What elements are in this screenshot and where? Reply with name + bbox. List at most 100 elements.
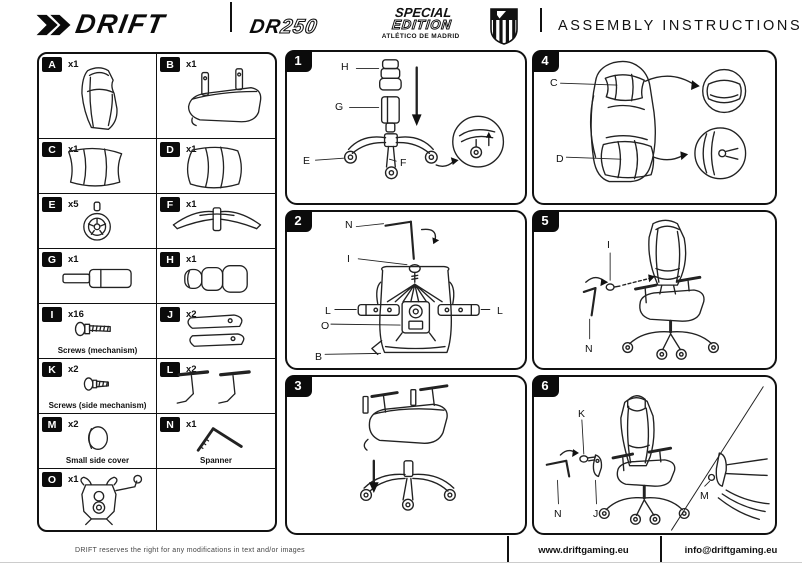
step-1-illustration [314, 59, 505, 180]
part-qty: x1 [186, 419, 197, 430]
brand-name: DRIFT [73, 9, 169, 39]
header-divider [540, 8, 542, 32]
callout-letter: K [578, 408, 586, 420]
step-3-illustration [359, 384, 456, 511]
model-solid: DR [248, 16, 283, 38]
step-number-badge: 3 [284, 374, 312, 397]
five-star-base-drawing [172, 207, 262, 232]
step-number-badge: 1 [284, 49, 312, 72]
step-panel-2: 2 N I L L O B [284, 209, 527, 370]
callout-letter: B [315, 351, 323, 363]
part-caption: Screws (mechanism) [57, 346, 138, 355]
part-label-badge: G [42, 252, 62, 267]
part-cell-m: M x2 Small side cover [39, 414, 157, 469]
callout-letter: E [303, 155, 311, 167]
step-panel-3: 3 [284, 374, 527, 535]
part-cell-i: I x16 Screws (mechanism) [39, 304, 157, 359]
part-cell-e: E x5 [39, 194, 157, 249]
model-outline: 250 [278, 15, 320, 38]
step-2-illustration [324, 220, 491, 356]
empty-cell [157, 469, 275, 530]
callout-letter: N [554, 508, 562, 520]
part-cell-j: J x2 [157, 304, 275, 359]
footer-email-link[interactable]: info@driftgaming.eu [684, 545, 778, 556]
edition-club-name: ATLÉTICO DE MADRID [381, 33, 460, 40]
callout-letter: N [345, 219, 353, 231]
callout-letter: D [556, 153, 564, 165]
footer-divider [660, 536, 662, 562]
part-qty: x2 [186, 364, 197, 375]
part-caption: Spanner [199, 456, 232, 465]
step-panel-1: 1 H G E F [284, 49, 527, 205]
side-cover-drawing [187, 314, 245, 347]
part-qty: x1 [186, 59, 197, 70]
part-cell-l: L x2 [157, 359, 275, 414]
part-label-badge: J [160, 307, 180, 322]
part-cell-b: B x1 [157, 54, 275, 139]
part-caption: Small side cover [65, 456, 130, 465]
drift-logo: DRIFT [36, 9, 169, 40]
part-qty: x2 [68, 419, 79, 430]
atletico-madrid-crest-icon [490, 8, 518, 45]
part-qty: x2 [68, 364, 79, 375]
spanner-drawing [196, 427, 243, 452]
callout-letter: I [607, 239, 610, 251]
part-label-badge: D [160, 142, 180, 157]
part-label-badge: L [160, 362, 180, 377]
drift-chevrons-icon [36, 14, 71, 35]
edition-line2: EDITION [391, 17, 453, 33]
gas-lift-cover-drawing [184, 265, 248, 293]
part-qty: x1 [68, 144, 79, 155]
step-number-badge: 5 [531, 209, 559, 232]
part-qty: x1 [186, 199, 197, 210]
part-label-badge: M [42, 417, 62, 432]
step-panel-5: 5 I N [531, 209, 777, 370]
footer-disclaimer: DRIFT reserves the right for any modific… [75, 547, 305, 554]
part-qty: x2 [186, 309, 197, 320]
part-label-badge: B [160, 57, 180, 72]
part-qty: x1 [68, 59, 79, 70]
part-qty: x1 [186, 254, 197, 265]
part-cell-k: K x2 Screws (side mechanism) [39, 359, 157, 414]
part-label-badge: E [42, 197, 62, 212]
screw-small-drawing [83, 377, 109, 391]
part-label-badge: C [42, 142, 62, 157]
step-5-illustration [582, 219, 720, 360]
callout-letter: M [700, 490, 709, 502]
part-cell-n: N x1 Spanner [157, 414, 275, 469]
callout-letter: L [325, 305, 331, 317]
part-cell-c: C x1 [39, 139, 157, 194]
callout-letter: F [400, 157, 407, 169]
parts-list: A x1 B x1 C x1 [37, 52, 277, 532]
callout-letter: L [497, 305, 503, 317]
callout-letter: J [593, 508, 599, 520]
part-qty: x1 [68, 254, 79, 265]
page-bottom-edge [0, 562, 802, 563]
part-caption: Screws (side mechanism) [48, 401, 147, 410]
part-cell-h: H x1 [157, 249, 275, 304]
screw-drawing [74, 321, 111, 337]
step-4-illustration [560, 60, 747, 183]
part-label-badge: K [42, 362, 62, 377]
neck-pillow-drawing [67, 147, 122, 187]
callout-letter: I [347, 253, 350, 265]
part-cell-o: O x1 [39, 469, 157, 530]
footer-website-link[interactable]: www.driftgaming.eu [538, 545, 629, 556]
model-logo: DR250 [248, 15, 320, 39]
small-side-cover-drawing [87, 426, 108, 450]
part-label-badge: H [160, 252, 180, 267]
step-panel-6: 6 K N J M [531, 374, 777, 535]
caster-wheel-drawing [82, 201, 111, 241]
part-qty: x16 [68, 309, 84, 320]
callout-letter: H [341, 61, 349, 73]
armrest-drawing [176, 370, 251, 404]
callout-letter: G [335, 101, 344, 113]
gas-lift-drawing [61, 268, 132, 289]
step-panel-4: 4 C D [531, 49, 777, 205]
step-number-badge: 4 [531, 49, 559, 72]
step-6-illustration [545, 386, 770, 531]
part-cell-a: A x1 [39, 54, 157, 139]
special-edition-logo: SPECIAL EDITION ATLÉTICO DE MADRID [372, 5, 472, 43]
mechanism-drawing [79, 474, 142, 526]
